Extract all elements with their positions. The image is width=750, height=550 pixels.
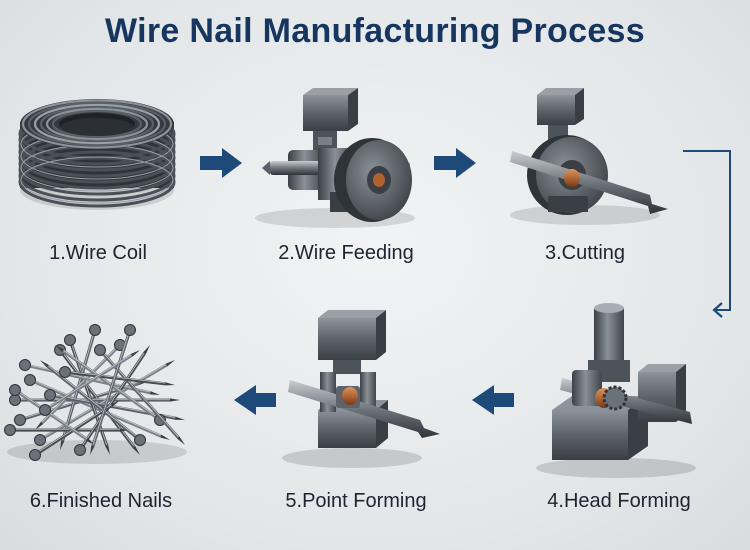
arrow-right-2 (434, 148, 476, 178)
nail-shaft (14, 388, 88, 441)
nail-tip (40, 360, 49, 368)
cutting-machine-icon (510, 88, 668, 225)
nail-head (4, 424, 16, 436)
arrow-down-connector (683, 150, 731, 318)
nail-head (44, 389, 56, 401)
nail-head (39, 404, 51, 416)
nail-highlight (24, 363, 151, 393)
nail-tip (132, 446, 140, 455)
wire-coil-icon (18, 99, 176, 210)
nail-shaft (46, 364, 141, 442)
nail-head (9, 384, 21, 396)
nail-tip (165, 360, 175, 367)
nail-head (54, 344, 66, 356)
nail-highlight (92, 329, 131, 445)
head-forming-machine-icon (536, 303, 696, 478)
point-forming-machine-icon (282, 310, 440, 468)
nail-head (89, 324, 101, 336)
nail-tip (164, 382, 175, 386)
nail-tip (60, 439, 65, 450)
arrow-left-2 (234, 385, 276, 415)
nail-highlight (14, 388, 87, 439)
nail-head (94, 344, 106, 356)
wire-feeding-machine-icon (255, 88, 415, 228)
finished-nails-pile-icon (4, 324, 187, 464)
nail-highlight (79, 352, 145, 450)
nail-highlight (39, 363, 167, 440)
step-label-finished-nails: 6.Finished Nails (29, 490, 173, 512)
nail-tip (174, 416, 185, 420)
nail-tip (170, 398, 180, 402)
nail-highlight (69, 339, 108, 445)
page-title: Wire Nail Manufacturing Process (105, 12, 645, 50)
nail-shaft (39, 363, 168, 442)
nail-tip (143, 345, 150, 355)
nail-highlight (44, 354, 132, 410)
nail-shaft (44, 353, 133, 412)
nail-tip (35, 421, 44, 430)
nail-tip (130, 350, 140, 357)
nail-head (9, 394, 21, 406)
nail-head (19, 359, 31, 371)
arrow-left-1 (472, 385, 514, 415)
nail-head (34, 434, 46, 446)
nail-head (59, 366, 71, 378)
nail-tip (55, 345, 65, 353)
nail-highlight (99, 348, 179, 438)
nail-tip (90, 444, 95, 455)
step-label-wire-feeding: 2.Wire Feeding (278, 242, 414, 264)
step-label-cutting: 3.Cutting (544, 242, 626, 264)
nail-head (14, 414, 26, 426)
nail-head (124, 324, 136, 336)
nail-tip (160, 434, 170, 440)
step-label-head-forming: 4.Head Forming (547, 490, 691, 512)
arrow-right-1 (200, 148, 242, 178)
nail-head (154, 414, 166, 426)
nail-highlight (47, 365, 141, 440)
nail-shaft (24, 363, 151, 395)
nail-tip (105, 445, 110, 455)
nail-tip (149, 391, 160, 395)
step-label-point-forming: 5.Point Forming (285, 490, 427, 512)
nail-tip (110, 400, 120, 407)
nail-shaft (78, 352, 146, 451)
nail-head (64, 334, 76, 346)
nail-head (134, 434, 146, 446)
nail-head (29, 449, 41, 461)
nail-head (74, 444, 86, 456)
nail-shaft (98, 348, 180, 439)
nail-tip (177, 436, 185, 445)
step-label-wire-coil: 1.Wire Coil (49, 242, 147, 264)
nail-head (24, 374, 36, 386)
